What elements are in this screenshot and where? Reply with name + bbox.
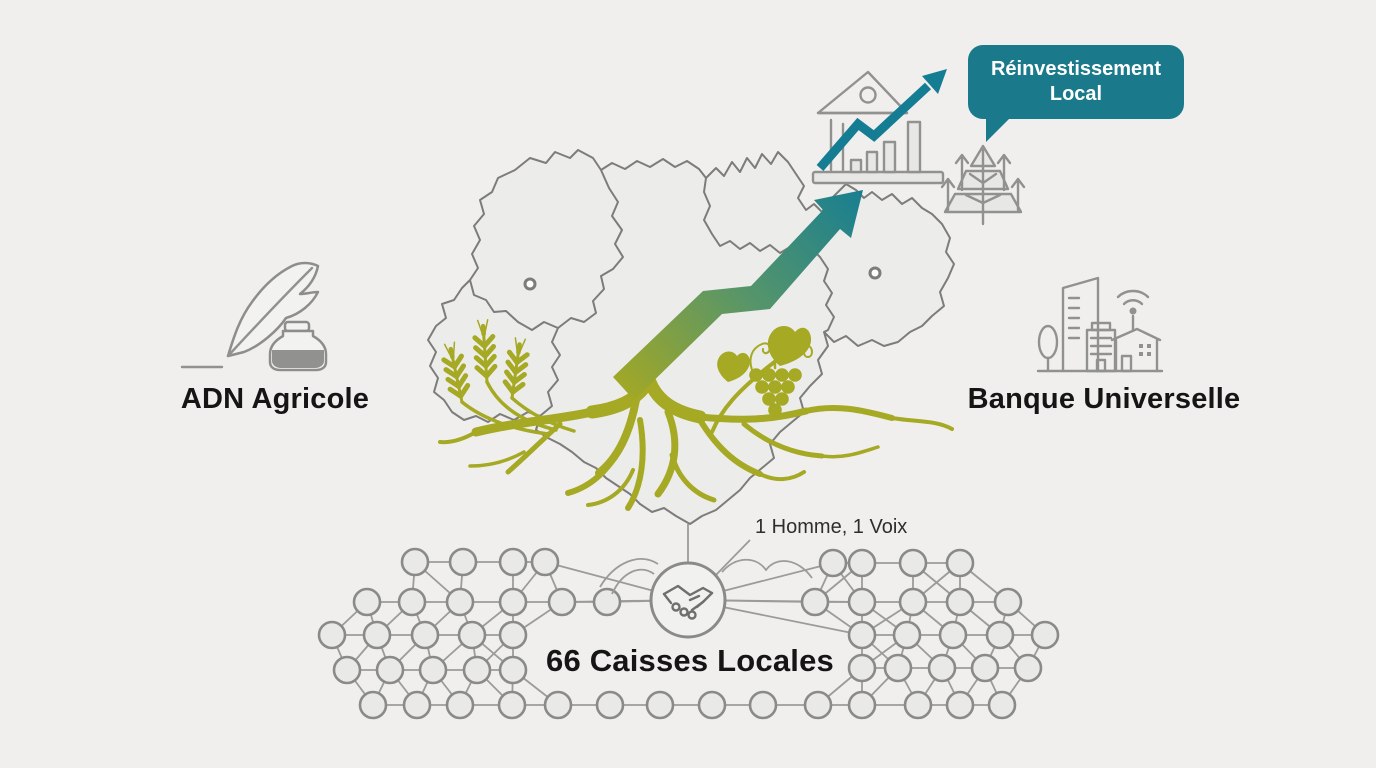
caisse-node	[847, 587, 877, 617]
caisse-node	[892, 620, 922, 650]
bar-chart-icon	[849, 120, 922, 174]
department-border-1	[469, 169, 624, 331]
caisse-node	[362, 620, 392, 650]
caisse-node	[497, 690, 527, 720]
handshake-icon	[662, 584, 714, 620]
caisse-node	[1013, 653, 1043, 683]
caisse-node	[847, 653, 877, 683]
tree-growth-icon	[940, 144, 1026, 226]
up-arrows	[940, 153, 1026, 212]
department-border-2	[535, 327, 561, 431]
caisse-node	[903, 690, 933, 720]
caisse-node	[595, 690, 625, 720]
caisse-node	[592, 587, 622, 617]
caisse-node	[445, 690, 475, 720]
caisse-node	[332, 655, 362, 685]
bubble-line-1: Réinvestissement	[990, 58, 1162, 80]
network-nodes	[317, 547, 1060, 720]
grape-cluster	[749, 368, 802, 417]
caisse-node	[462, 655, 492, 685]
trend-arrow-icon	[816, 82, 932, 171]
caisse-node	[457, 620, 487, 650]
caisse-node	[645, 690, 675, 720]
caisse-node	[498, 587, 528, 617]
grape-vine	[710, 326, 814, 434]
caisse-node	[927, 653, 957, 683]
caisse-node	[847, 690, 877, 720]
decorative-curve-right	[721, 558, 813, 579]
caisse-node	[402, 690, 432, 720]
caisse-node	[945, 587, 975, 617]
caisse-node	[498, 620, 528, 650]
wheat-head	[472, 319, 498, 384]
caisse-node	[993, 587, 1023, 617]
caisse-node	[530, 547, 560, 577]
caisse-node	[448, 547, 478, 577]
caisse-node	[498, 655, 528, 685]
caisse-node	[697, 690, 727, 720]
caisse-node	[375, 655, 405, 685]
caisse-node	[410, 620, 440, 650]
banque-universelle-label: Banque Universelle	[967, 383, 1241, 415]
caisse-node	[898, 587, 928, 617]
caisse-node	[400, 547, 430, 577]
caisse-node	[938, 620, 968, 650]
map-town-dot-right	[868, 266, 882, 280]
bubble-line-2: Local	[1049, 83, 1103, 105]
caisse-node	[985, 620, 1015, 650]
caisse-node	[358, 690, 388, 720]
roots-illustration	[438, 375, 954, 511]
bank-growth-icon	[811, 69, 947, 185]
wheat-stalks	[441, 319, 576, 436]
caisse-node	[317, 620, 347, 650]
caisse-node	[445, 587, 475, 617]
caisses-locales-label: 66 Caisses Locales	[546, 643, 834, 678]
map-town-dot-left	[523, 277, 537, 291]
wheat-head	[441, 341, 471, 404]
caisse-node	[818, 548, 848, 578]
speech-bubble-tail	[986, 115, 1013, 142]
caisse-node	[800, 587, 830, 617]
decorative-curve-left	[599, 558, 659, 595]
caisse-node	[987, 690, 1017, 720]
caisse-node	[945, 548, 975, 578]
caisse-node	[352, 587, 382, 617]
growth-arrow	[613, 190, 863, 400]
caisse-node	[397, 587, 427, 617]
caisse-node	[945, 690, 975, 720]
caisse-node	[898, 548, 928, 578]
wheat-head	[502, 337, 530, 400]
caisse-node	[970, 653, 1000, 683]
caisse-node	[847, 548, 877, 578]
caisse-node	[847, 620, 877, 650]
department-border-3	[703, 177, 835, 333]
governance-leader-line	[712, 539, 751, 579]
caisse-node	[498, 547, 528, 577]
caisse-node	[748, 690, 778, 720]
caisse-node	[543, 690, 573, 720]
quill-inkwell-icon	[180, 261, 328, 372]
caisse-node	[1030, 620, 1060, 650]
hub-handshake	[649, 561, 727, 639]
caisse-node	[803, 690, 833, 720]
caisse-node	[547, 587, 577, 617]
governance-label: 1 Homme, 1 Voix	[755, 516, 908, 538]
city-buildings-icon	[1036, 276, 1164, 373]
adn-agricole-label: ADN Agricole	[180, 383, 370, 415]
caisse-node	[883, 653, 913, 683]
caisse-node	[418, 655, 448, 685]
wifi-icon	[1116, 289, 1150, 332]
reinvestissement-speech-bubble: Réinvestissement Local	[968, 45, 1184, 142]
